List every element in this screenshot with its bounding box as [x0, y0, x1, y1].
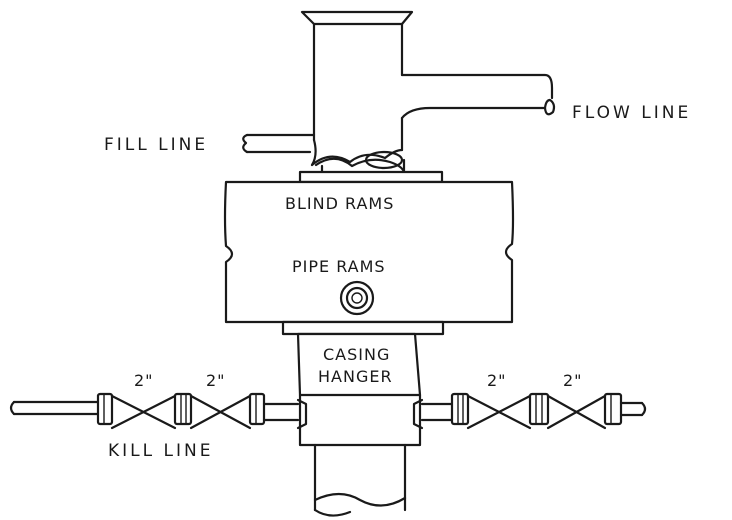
fill-line-pipe: [242, 133, 316, 154]
flow-line-label: FLOW LINE: [572, 103, 691, 123]
valve-size-label: 2": [134, 371, 154, 390]
bop-top-flange: [298, 170, 444, 184]
casing-hanger-label-line2: HANGER: [318, 367, 393, 386]
pipe-rams-label: PIPE RAMS: [292, 257, 386, 276]
spool-left-flange: [296, 398, 308, 430]
valve-size-label: 2": [563, 371, 583, 390]
kill-line-left: [9, 392, 300, 430]
bell-nipple: [300, 10, 414, 152]
casing-hanger-label-line1: CASING: [323, 345, 390, 364]
side-outlet: [339, 280, 375, 316]
valve-size-label: 2": [206, 371, 226, 390]
kill-line-right: [420, 392, 647, 430]
spool-right-flange: [412, 398, 424, 430]
flow-line-pipe: [400, 73, 556, 120]
fill-line-label: FILL LINE: [104, 135, 208, 155]
blind-rams-label: BLIND RAMS: [285, 194, 394, 213]
valve-size-label: 2": [487, 371, 507, 390]
kill-line-label: KILL LINE: [108, 441, 213, 461]
casing-pipe: [313, 443, 407, 517]
bop-bottom-flange: [281, 320, 445, 336]
pipe-break: [310, 138, 406, 174]
